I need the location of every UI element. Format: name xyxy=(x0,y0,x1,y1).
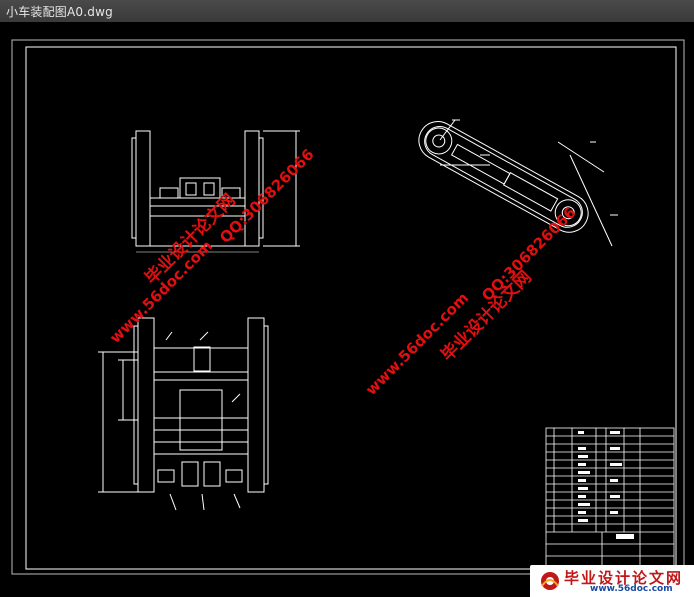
window-title: 小车装配图A0.dwg xyxy=(6,5,113,19)
cad-canvas[interactable]: www.56doc.com 毕业设计论文网 QQ:306826066 www.5… xyxy=(0,22,694,597)
parts-list-text xyxy=(578,431,634,539)
window-titlebar: 小车装配图A0.dwg xyxy=(0,0,694,23)
logo-url: www.56doc.com xyxy=(590,584,673,594)
watermark-right-qq: QQ:306826066 xyxy=(478,203,579,304)
gear-flame-icon xyxy=(541,572,559,590)
sheet-outer-border xyxy=(11,39,685,575)
logo-name: 毕业设计论文网 xyxy=(564,569,684,587)
plan-view-drawing xyxy=(98,317,269,511)
watermark-right: www.56doc.com 毕业设计论文网 QQ:306826066 xyxy=(362,203,579,398)
sheet-inner-border xyxy=(25,46,677,570)
side-view-drawing xyxy=(418,119,618,247)
cad-drawing: www.56doc.com 毕业设计论文网 QQ:306826066 www.5… xyxy=(11,39,685,575)
front-view-drawing xyxy=(131,130,300,253)
site-logo: 毕业设计论文网 www.56doc.com xyxy=(530,565,694,597)
